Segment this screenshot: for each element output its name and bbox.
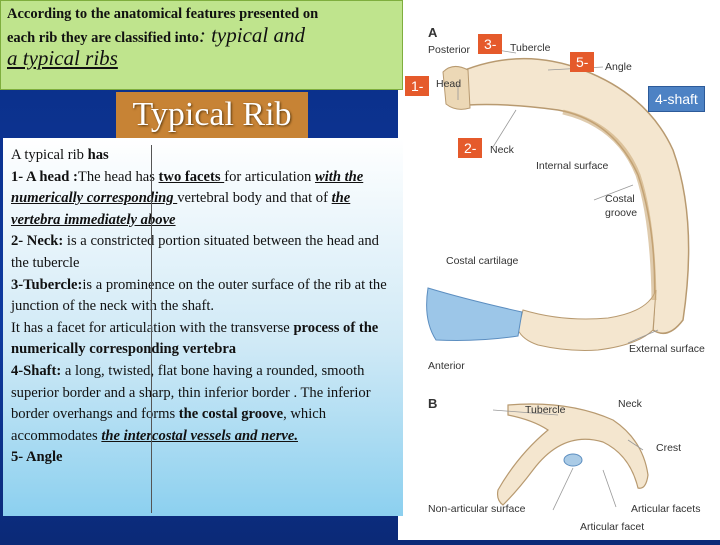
figure-label-anterior: Anterior [428,360,465,372]
figure-label-non-articular: Non-articular surface [428,503,526,515]
text-run: is a prominence on the outer surface of … [11,276,387,315]
para-neck: 2- Neck: is a constricted portion situat… [11,231,395,274]
page-title: Typical Rib [116,92,308,138]
figure-label-crest: Crest [656,442,682,454]
figure-label-tubercle-a: Tubercle [510,42,551,54]
text-run-bold-underline: two facets [158,168,225,185]
text-run-emphasis: the intercostal vessels and nerve. [101,427,298,444]
intro-line-1: According to the anatomical features pre… [7,6,319,22]
body-text: A typical rib has 1- A head :The head ha… [3,138,403,516]
figure-label-a: A [428,25,438,40]
figure-label-b: B [428,396,438,411]
figure-label-head: Head [436,78,462,90]
para-head: 1- A head :The head has two facets for a… [11,167,395,232]
text-run: It has a facet for articulation with the… [11,319,294,336]
divider-line [151,145,152,513]
marker-2: 2- [458,138,483,158]
figure-label-articular-facets: Articular facets [631,503,701,515]
text-run-bold: has [87,147,109,163]
text-run-bold: 5- Angle [11,449,63,466]
figure-label-neck-b: Neck [618,398,642,410]
intro-line-2-small: each rib they are classified into [7,30,199,46]
figure-label-angle: Angle [605,61,632,73]
text-run-bold: the costal groove [178,406,284,423]
text-run-bold: 2- Neck: [11,233,64,250]
para-facet: It has a facet for articulation with the… [11,318,395,361]
text-run: a long, twisted, flat bone having a roun… [11,362,371,423]
text-run: is a constricted portion situated betwee… [11,233,379,271]
para-shaft: 4-Shaft: a long, twisted, flat bone havi… [11,361,395,447]
figure-label-internal-surface: Internal surface [536,160,609,172]
intro-line-2: each rib they are classified into: typic… [7,23,396,48]
para-angle: 5- Angle [11,447,395,469]
figure-label-external-surface: External surface [629,343,705,355]
intro-line-2-big: : typical and [198,23,305,47]
text-run-bold: 4-Shaft: [11,362,62,379]
text-run-bold: 3-Tubercle: [11,276,83,293]
text-run: A typical rib [11,147,88,163]
rib-figure: A Posterior Tubercle Angle Head Neck Int… [398,0,720,540]
text-run: vertebral body and that of [177,190,332,207]
marker-3: 3- [478,34,503,54]
text-run-emphasis: with the numerically corresponding [11,168,364,207]
text-run-emphasis: the vertebra immediately above [11,190,351,228]
figure-label-posterior: Posterior [428,44,471,56]
marker-4-shaft: 4-shaft [648,86,705,112]
figure-label-neck-a: Neck [490,144,514,156]
intro-box: According to the anatomical features pre… [0,0,403,90]
text-run: The head has [77,168,159,185]
text-run: for articulation [224,168,315,185]
marker-1: 1- [405,76,430,96]
rib-illustration [426,46,690,511]
intro-line-3: a typical ribs [7,46,118,70]
figure-label-articular-facet: Articular facet [580,521,645,533]
figure-label-costal-groove-2: groove [605,207,638,219]
figure-label-tubercle-b: Tubercle [525,404,566,416]
marker-5: 5- [570,52,595,72]
para-intro: A typical rib has [11,145,395,167]
figure-label-costal-groove-1: Costal [605,193,635,205]
text-run-bold: 1- A head : [11,168,78,185]
para-tubercle: 3-Tubercle:is a prominence on the outer … [11,275,395,318]
text-run: , which accommodates [11,406,327,444]
text-run-bold: process of the numerically corresponding… [11,319,379,358]
figure-label-costal-cartilage: Costal cartilage [446,255,519,267]
